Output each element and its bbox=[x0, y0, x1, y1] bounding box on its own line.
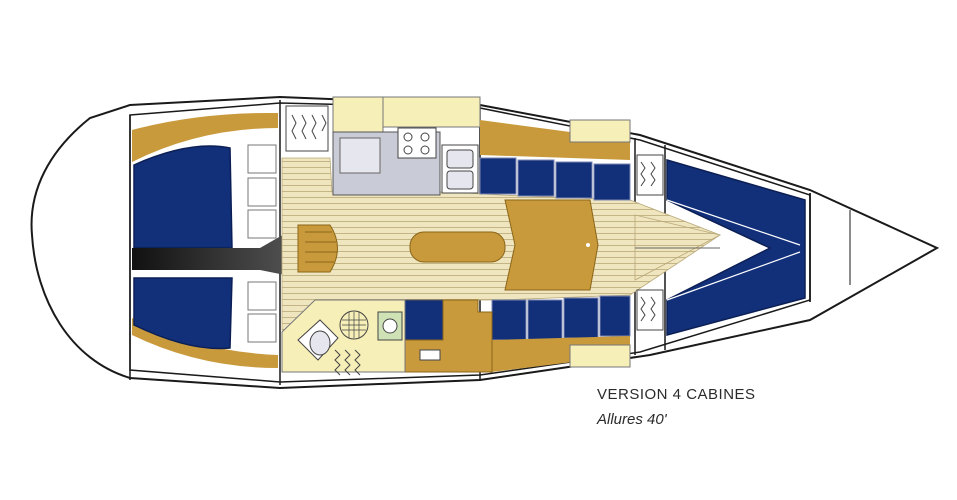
saloon-table bbox=[504, 199, 599, 291]
galley-counter bbox=[382, 96, 481, 128]
boat-model-caption: Allures 40' bbox=[597, 411, 667, 428]
forward-berth bbox=[666, 159, 806, 336]
engine-box-shadow bbox=[132, 225, 300, 278]
saloon-locker-starboard bbox=[569, 344, 631, 368]
aft-cabin-top-wood bbox=[132, 112, 278, 162]
aft-cabin-bottom-wood bbox=[132, 318, 278, 368]
saloon-settee-port-wood bbox=[480, 120, 630, 160]
galley-hanging-locker bbox=[285, 105, 329, 152]
aft-berth-port bbox=[133, 145, 233, 249]
shower-grid-icon bbox=[339, 310, 369, 340]
aft-cabin-lockers bbox=[247, 144, 277, 343]
layout-version-caption: VERSION 4 CABINES bbox=[597, 386, 756, 403]
galley-cold-box bbox=[339, 137, 381, 174]
heads-locker-springs bbox=[334, 349, 361, 376]
washbasin-icon bbox=[377, 311, 403, 341]
saloon-settee-port bbox=[479, 157, 631, 201]
companionway-steps bbox=[297, 224, 338, 273]
sink-icon bbox=[441, 144, 479, 194]
saloon-locker-port bbox=[569, 119, 631, 143]
aft-berth-starboard bbox=[133, 277, 233, 350]
galley-fridge-top bbox=[332, 96, 384, 133]
nav-station bbox=[404, 299, 444, 341]
saloon-table-leaf bbox=[409, 231, 506, 263]
toilet-icon bbox=[297, 319, 339, 361]
forward-hanging-lockers bbox=[636, 154, 664, 331]
saloon-settee-starboard bbox=[491, 295, 631, 341]
stove-icon bbox=[397, 127, 437, 159]
